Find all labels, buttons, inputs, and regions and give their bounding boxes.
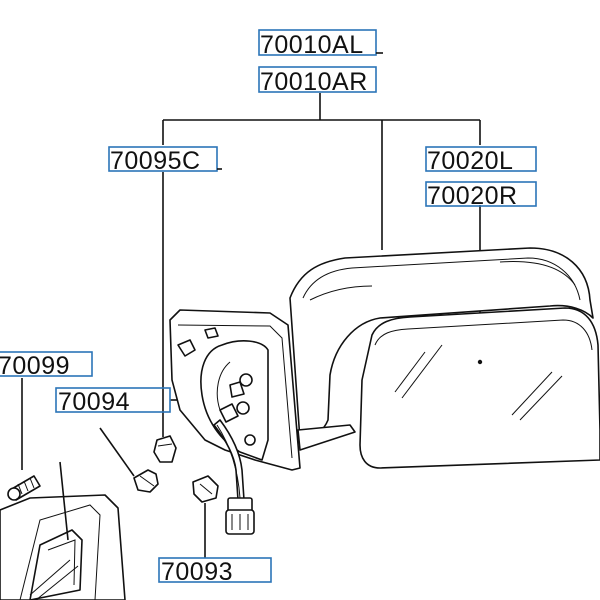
mirror-housing	[289, 247, 594, 441]
svg-text:70099: 70099	[0, 352, 70, 380]
bolt-70099-part	[7, 475, 41, 501]
door-trim	[0, 461, 126, 600]
label-70020l: 70020L	[425, 146, 537, 175]
wire-harness	[213, 419, 255, 535]
label-70020r: 70020R	[425, 181, 537, 210]
svg-text:70010AL: 70010AL	[260, 31, 364, 59]
label-70094: 70094	[55, 387, 171, 416]
label-70099: 70099	[0, 351, 93, 380]
grommet-70094-part	[153, 435, 177, 463]
svg-text:70094: 70094	[58, 388, 130, 416]
svg-text:70020L: 70020L	[427, 147, 513, 175]
label-70010al: 70010AL	[258, 29, 383, 59]
mirror-glass	[359, 307, 600, 469]
screw-part	[133, 469, 159, 493]
label-70010ar: 70010AR	[258, 66, 377, 96]
svg-text:70093: 70093	[161, 558, 233, 586]
label-70095c: 70095C	[108, 146, 222, 175]
svg-text:70095C: 70095C	[110, 147, 201, 175]
clip-70093-part	[192, 475, 219, 503]
svg-text:70020R: 70020R	[427, 182, 518, 210]
label-70093: 70093	[158, 557, 272, 586]
svg-text:70010AR: 70010AR	[260, 68, 368, 96]
